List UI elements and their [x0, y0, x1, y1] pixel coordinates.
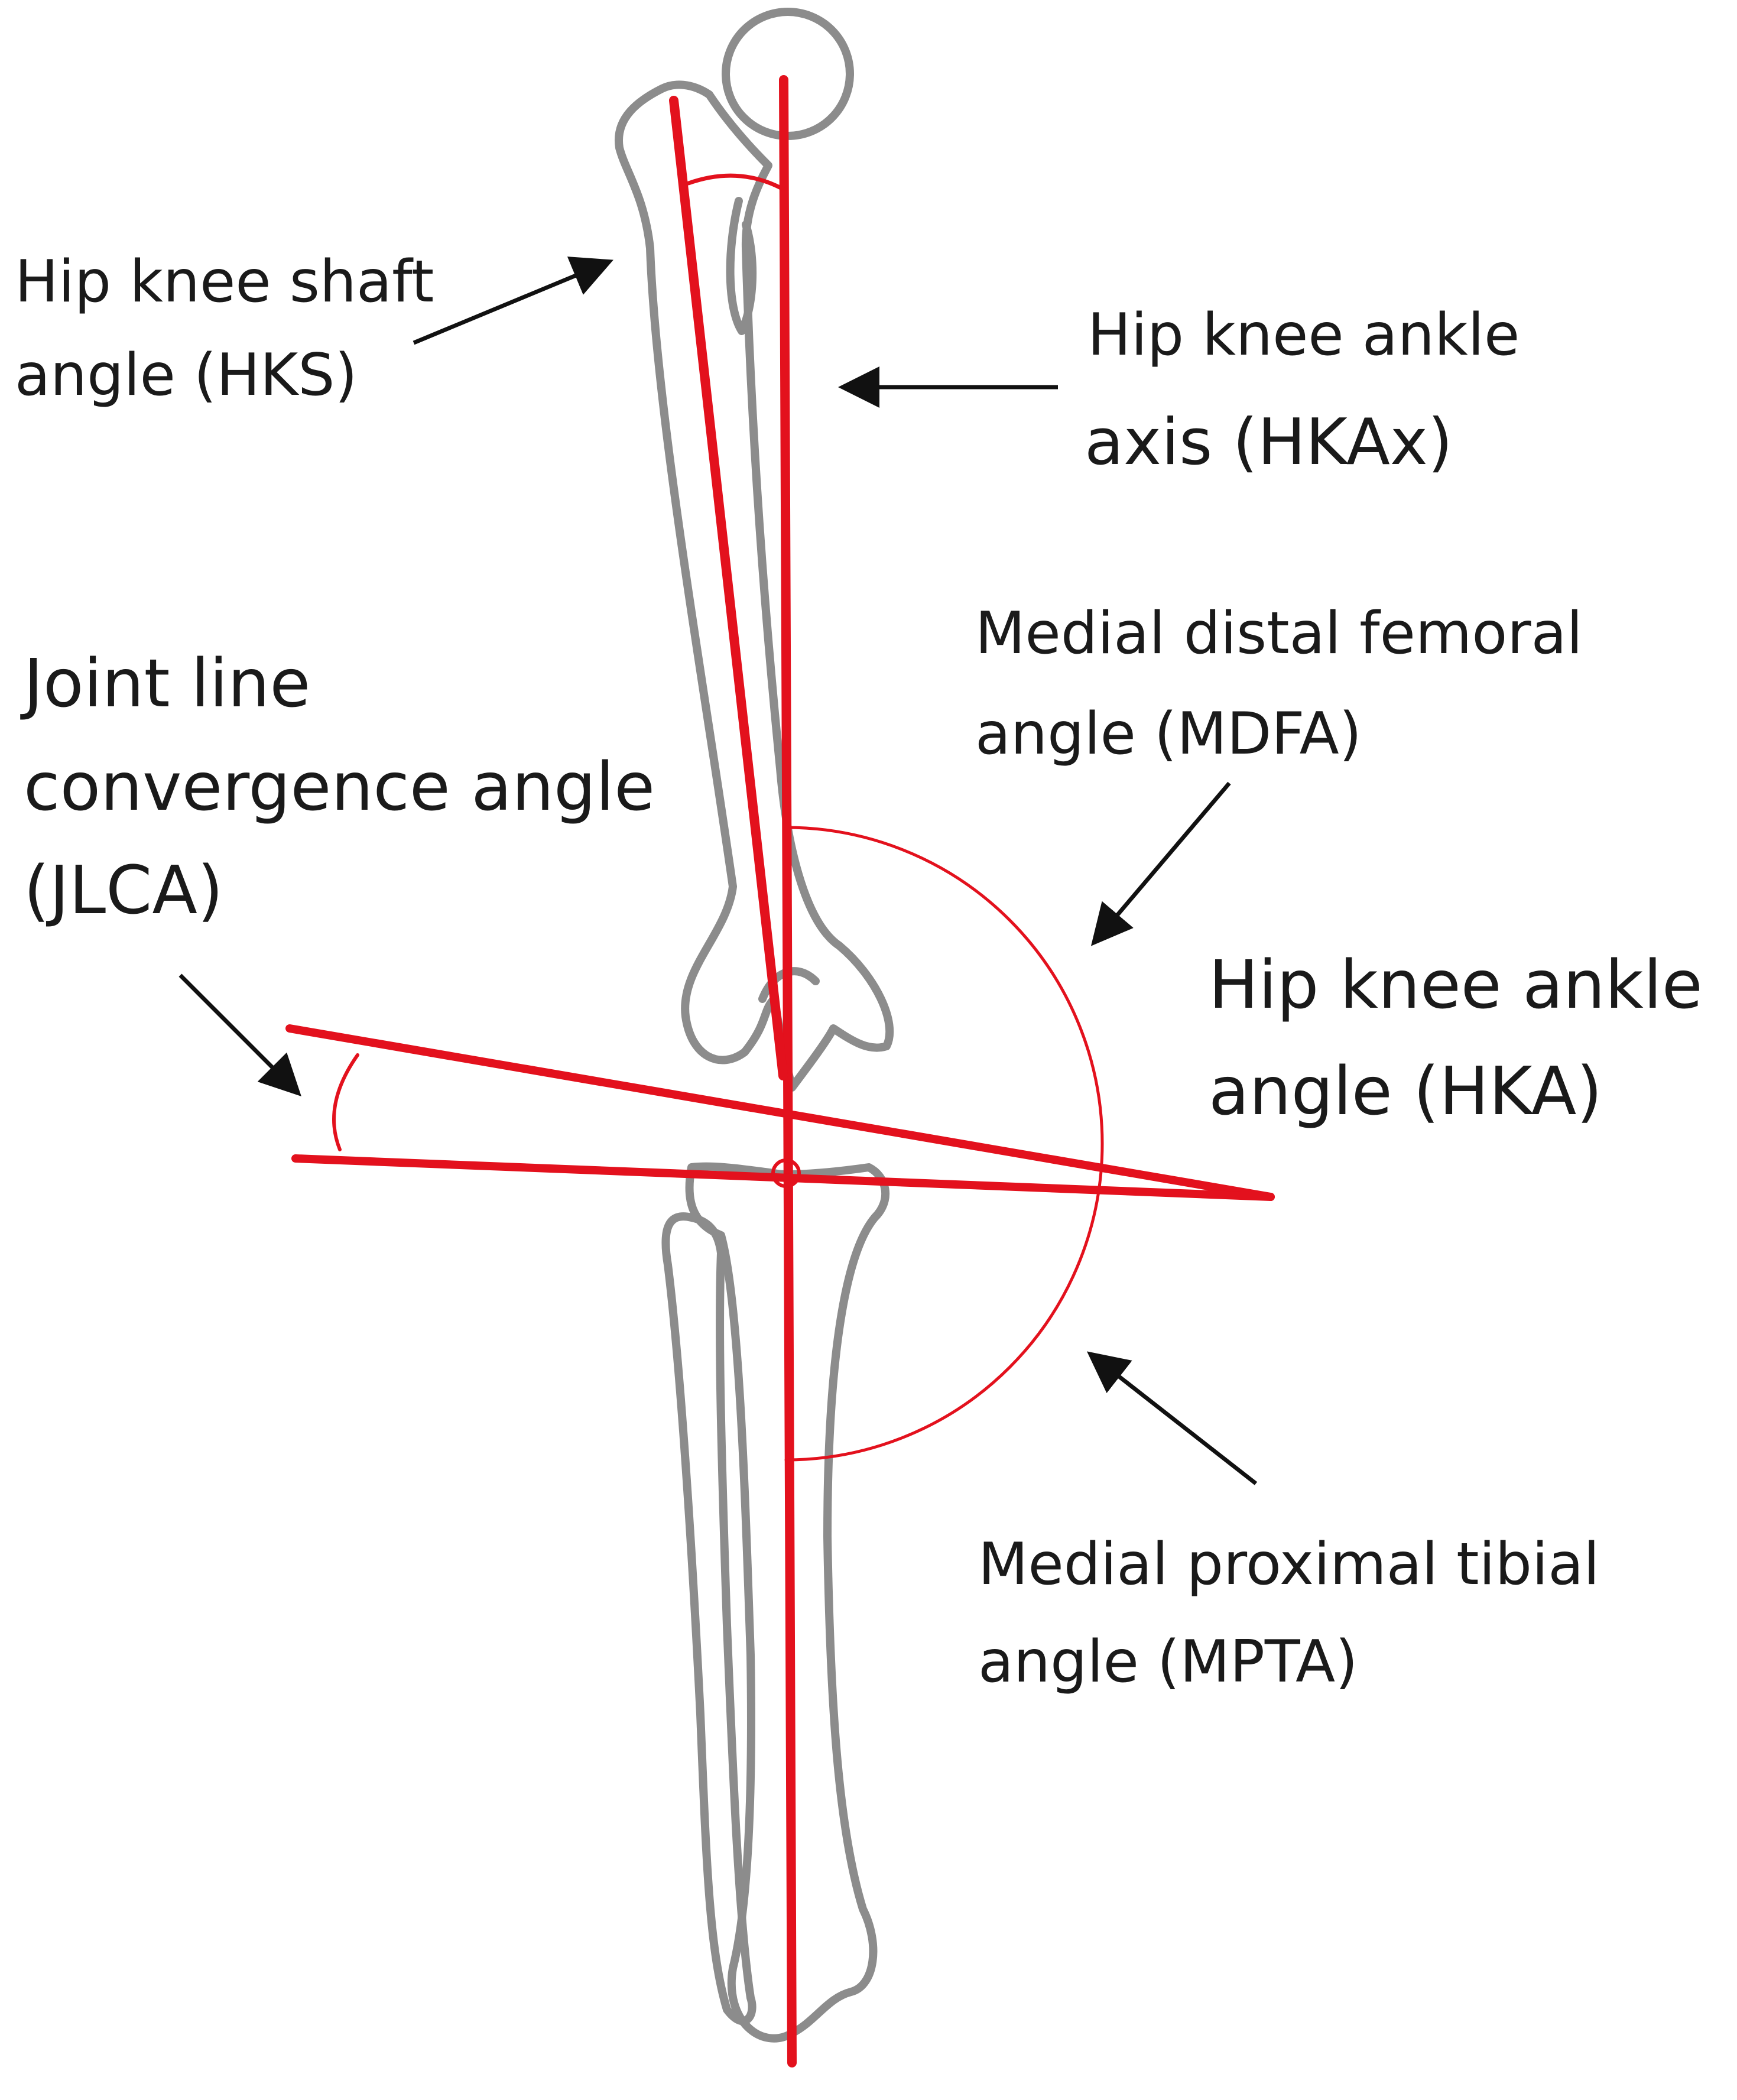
femur [614, 80, 894, 1092]
svg-text:angle (HKS): angle (HKS) [15, 342, 358, 409]
svg-text:Medial distal femoral: Medial distal femoral [975, 600, 1583, 667]
svg-text:angle (MDFA): angle (MDFA) [975, 700, 1362, 768]
label-jlca-line3: (JLCA) [24, 852, 223, 929]
label-mdfa-line2: angle (MDFA) [975, 700, 1362, 768]
femoral-shaft-axis [669, 96, 788, 1080]
arrow-hks [413, 257, 613, 345]
svg-text:Medial proximal tibial: Medial proximal tibial [978, 1531, 1600, 1598]
label-hkax-line2: axis (HKAx) [1085, 405, 1453, 479]
label-jlca: Joint line convergence angle (JLCA) [20, 645, 655, 929]
svg-text:Hip knee ankle: Hip knee ankle [1087, 301, 1520, 369]
arrow-mpta [1086, 1351, 1258, 1485]
svg-text:Hip knee shaft: Hip knee shaft [15, 248, 434, 316]
label-hks: Hip knee shaft angle (HKS) [15, 248, 434, 409]
label-mpta-line1: Medial proximal tibial [978, 1531, 1600, 1598]
label-hks-line2: angle (HKS) [15, 342, 358, 409]
label-mdfa: Medial distal femoral angle (MDFA) [975, 600, 1583, 768]
hkax-line [779, 75, 797, 2067]
label-mdfa-line1: Medial distal femoral [975, 600, 1583, 667]
svg-text:Joint line: Joint line [20, 645, 310, 722]
tibial-joint-line [291, 1154, 1275, 1201]
label-hkax: Hip knee ankle axis (HKAx) [1085, 301, 1520, 479]
label-hka-line1: Hip knee ankle [1209, 947, 1703, 1024]
label-hks-line1: Hip knee shaft [15, 248, 434, 316]
hks-arc [686, 173, 785, 192]
label-mpta: Medial proximal tibial angle (MPTA) [978, 1531, 1600, 1696]
axis-lines [285, 75, 1275, 2067]
label-jlca-line2: convergence angle [24, 749, 655, 826]
fibula [661, 1212, 757, 2026]
knee-center-marker [771, 1158, 801, 1188]
svg-text:angle (HKA): angle (HKA) [1209, 1053, 1602, 1130]
label-hka: Hip knee ankle angle (HKA) [1209, 947, 1703, 1130]
femur-neck-detail [726, 197, 757, 335]
svg-text:angle (MPTA): angle (MPTA) [978, 1628, 1358, 1696]
mdfa-mpta-arc [784, 826, 1104, 1462]
svg-text:(JLCA): (JLCA) [24, 852, 223, 929]
svg-text:Hip knee ankle: Hip knee ankle [1209, 947, 1703, 1024]
jlca-arc [332, 1053, 359, 1151]
tibia [685, 1162, 889, 2043]
bone-outlines [614, 8, 894, 2043]
svg-text:convergence angle: convergence angle [24, 749, 655, 826]
label-hka-line2: angle (HKA) [1209, 1053, 1602, 1130]
label-hkax-line1: Hip knee ankle [1087, 301, 1520, 369]
arrow-mdfa [1090, 781, 1231, 946]
label-mpta-line2: angle (MPTA) [978, 1628, 1358, 1696]
pointer-arrows [178, 257, 1258, 1485]
svg-text:axis (HKAx): axis (HKAx) [1085, 405, 1453, 479]
arrow-jlca [178, 973, 301, 1096]
femoral-joint-line [285, 1024, 1275, 1201]
label-jlca-line1: Joint line [20, 645, 310, 722]
